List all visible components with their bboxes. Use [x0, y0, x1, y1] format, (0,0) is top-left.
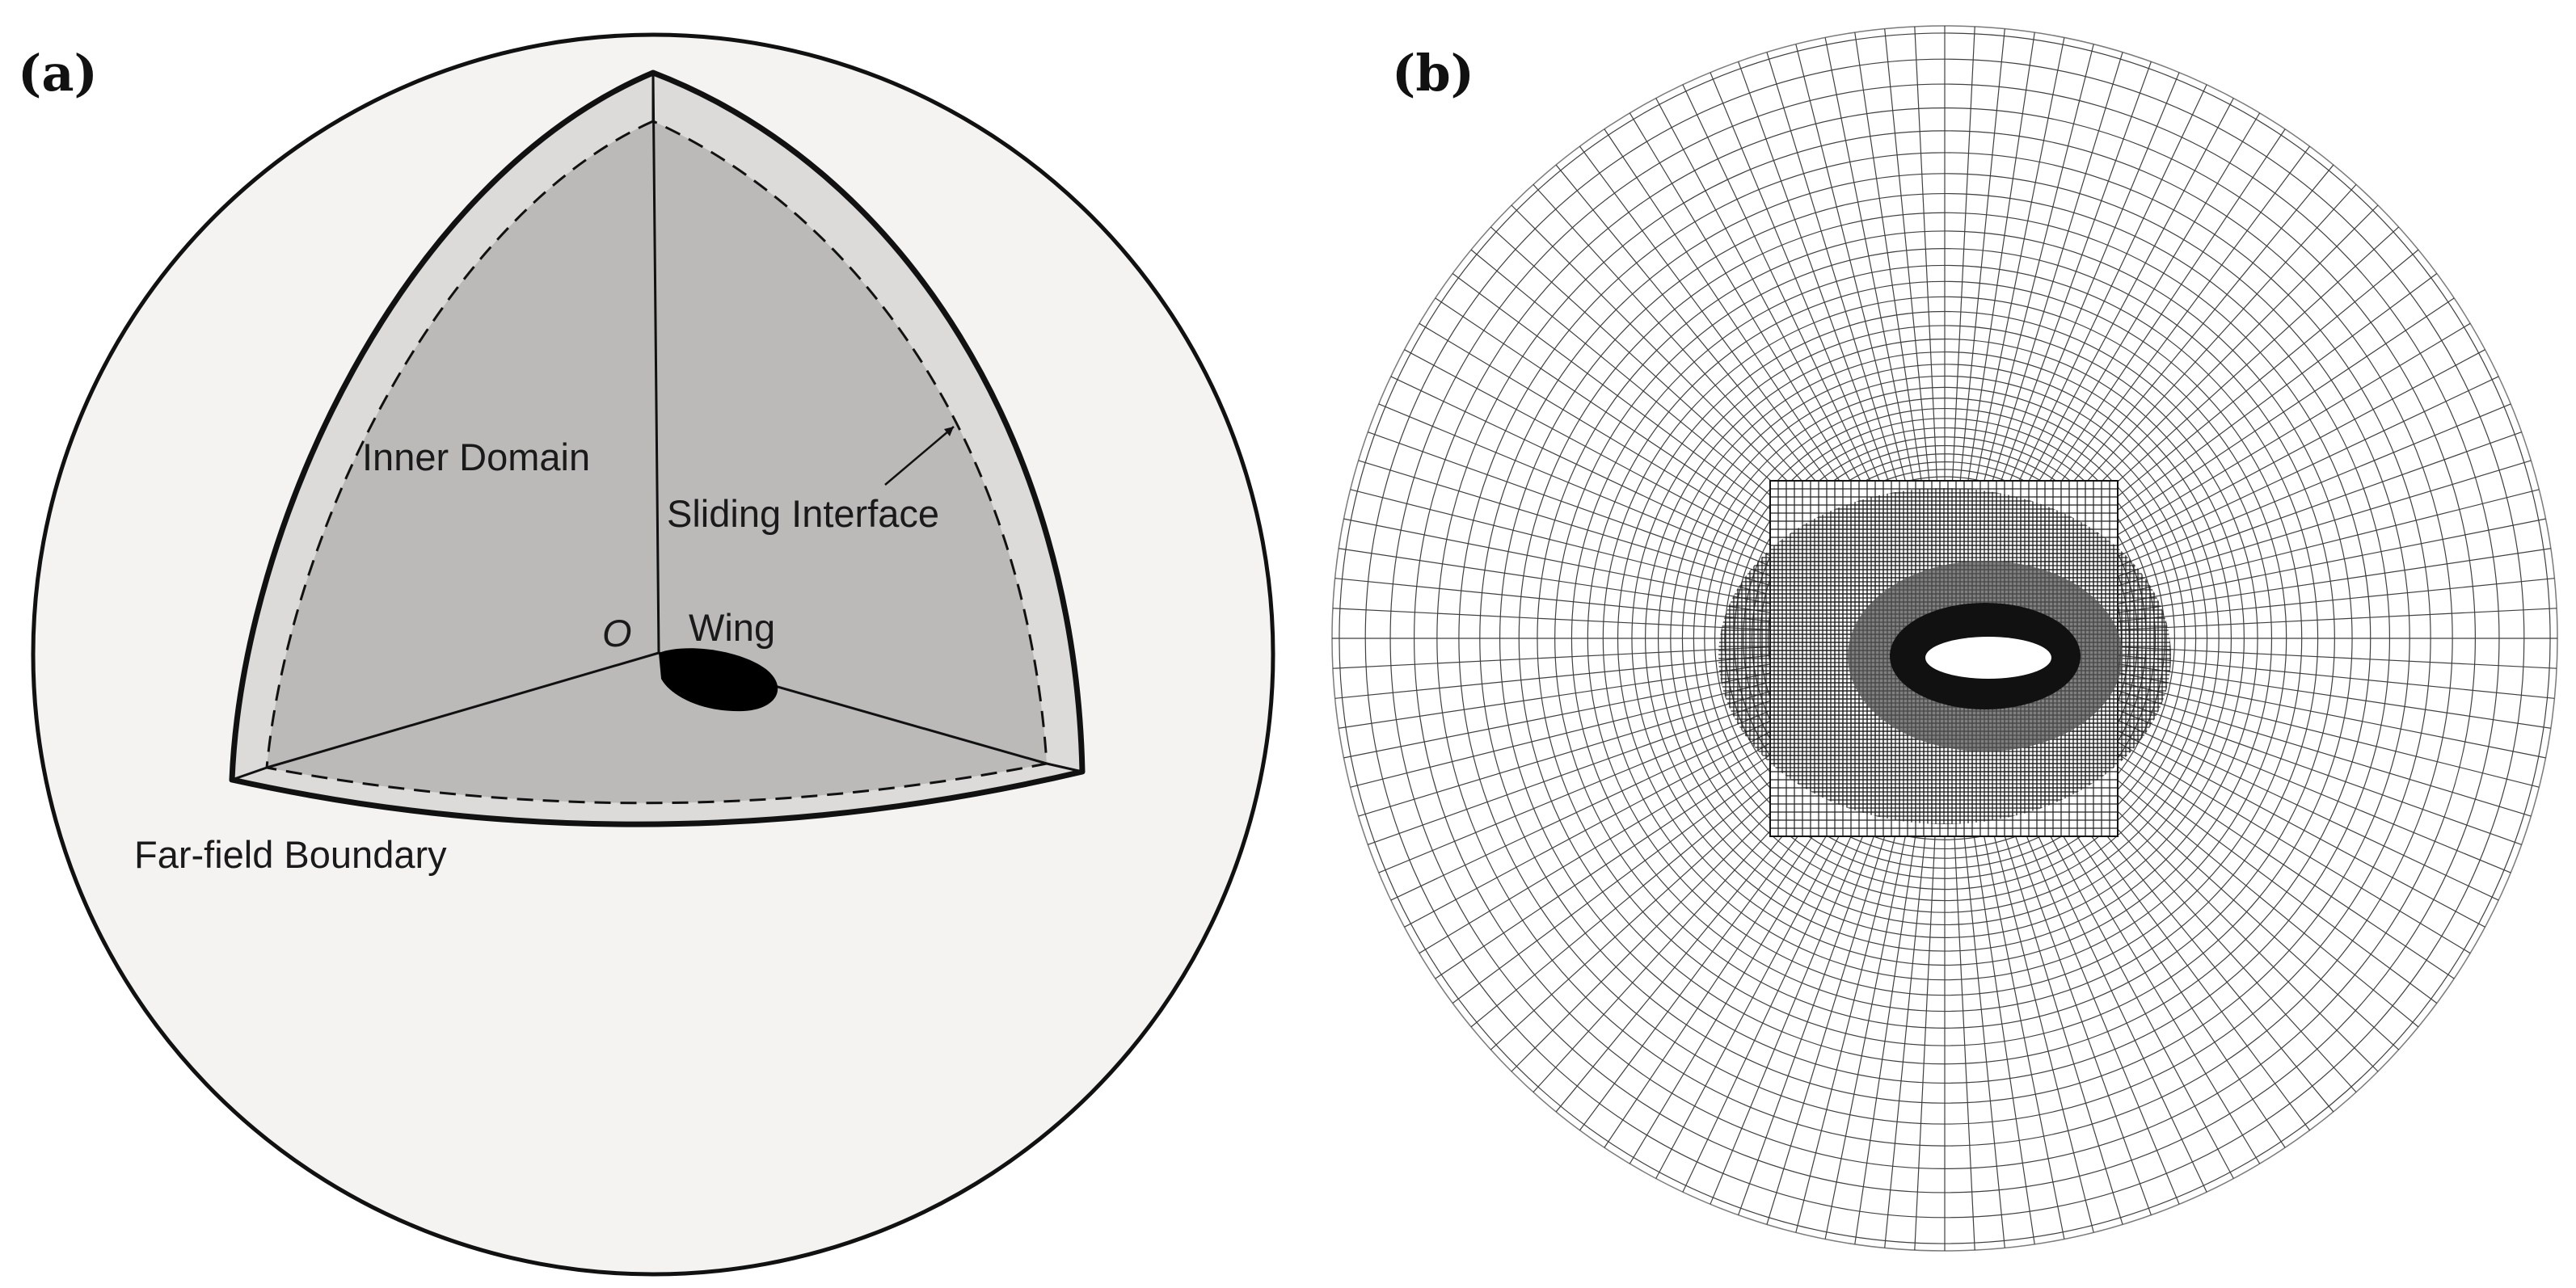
mesh-ring [1364, 58, 2525, 1219]
mesh-ring [1704, 398, 2186, 879]
octant-right-face [653, 121, 1047, 764]
mesh-ring [1602, 296, 2287, 981]
mesh-ring [1537, 230, 2353, 1046]
mesh-ring [1479, 173, 2410, 1104]
mesh-ring [1413, 107, 2477, 1170]
origin-label: O [602, 612, 632, 655]
mesh-ring [1458, 152, 2431, 1125]
sliding-interface-leader [884, 426, 955, 486]
mesh-ring [1436, 130, 2453, 1147]
mesh-ring [1518, 212, 2372, 1065]
mesh-grid [1332, 26, 2557, 1251]
mesh-ring [1657, 351, 2232, 926]
panel-a-label: (a) [18, 44, 98, 103]
mesh-ring [1587, 280, 2303, 996]
mesh-ring [1499, 192, 2391, 1084]
mesh-ring [1693, 386, 2197, 890]
panel-a: (a) Inner Domain Sliding Interface O Wi [18, 32, 1275, 1277]
core-mesh [1718, 480, 2171, 837]
wing-label: Wing [689, 606, 775, 649]
mesh-ring [1670, 364, 2220, 913]
far-field-label: Far-field Boundary [134, 833, 447, 876]
mesh-ring [1570, 264, 2319, 1012]
outer-mesh [1332, 26, 2557, 1251]
sliding-interface-label: Sliding Interface [667, 492, 939, 535]
mesh-ring [1645, 339, 2245, 938]
mesh-wing-cutout [1925, 637, 2051, 679]
sliding-interface-curve [265, 120, 1048, 805]
mesh-boundary [1331, 25, 2558, 1252]
mesh-ring [1714, 407, 2176, 869]
octant-left-face [267, 121, 659, 768]
wing-shape [659, 648, 778, 712]
octant-bottom-face [267, 653, 1047, 803]
arrow-head-icon [944, 427, 954, 436]
mesh-ring [1339, 32, 2551, 1244]
mesh-ring [1554, 248, 2335, 1029]
mesh-ring [1389, 83, 2500, 1193]
panel-b: (b) [1331, 25, 2558, 1252]
inner-domain-label: Inner Domain [362, 436, 590, 478]
mesh-ring [1617, 310, 2273, 966]
mesh-ring [1631, 325, 2258, 952]
mesh-ring [1681, 375, 2208, 902]
panel-b-label: (b) [1392, 44, 1474, 103]
